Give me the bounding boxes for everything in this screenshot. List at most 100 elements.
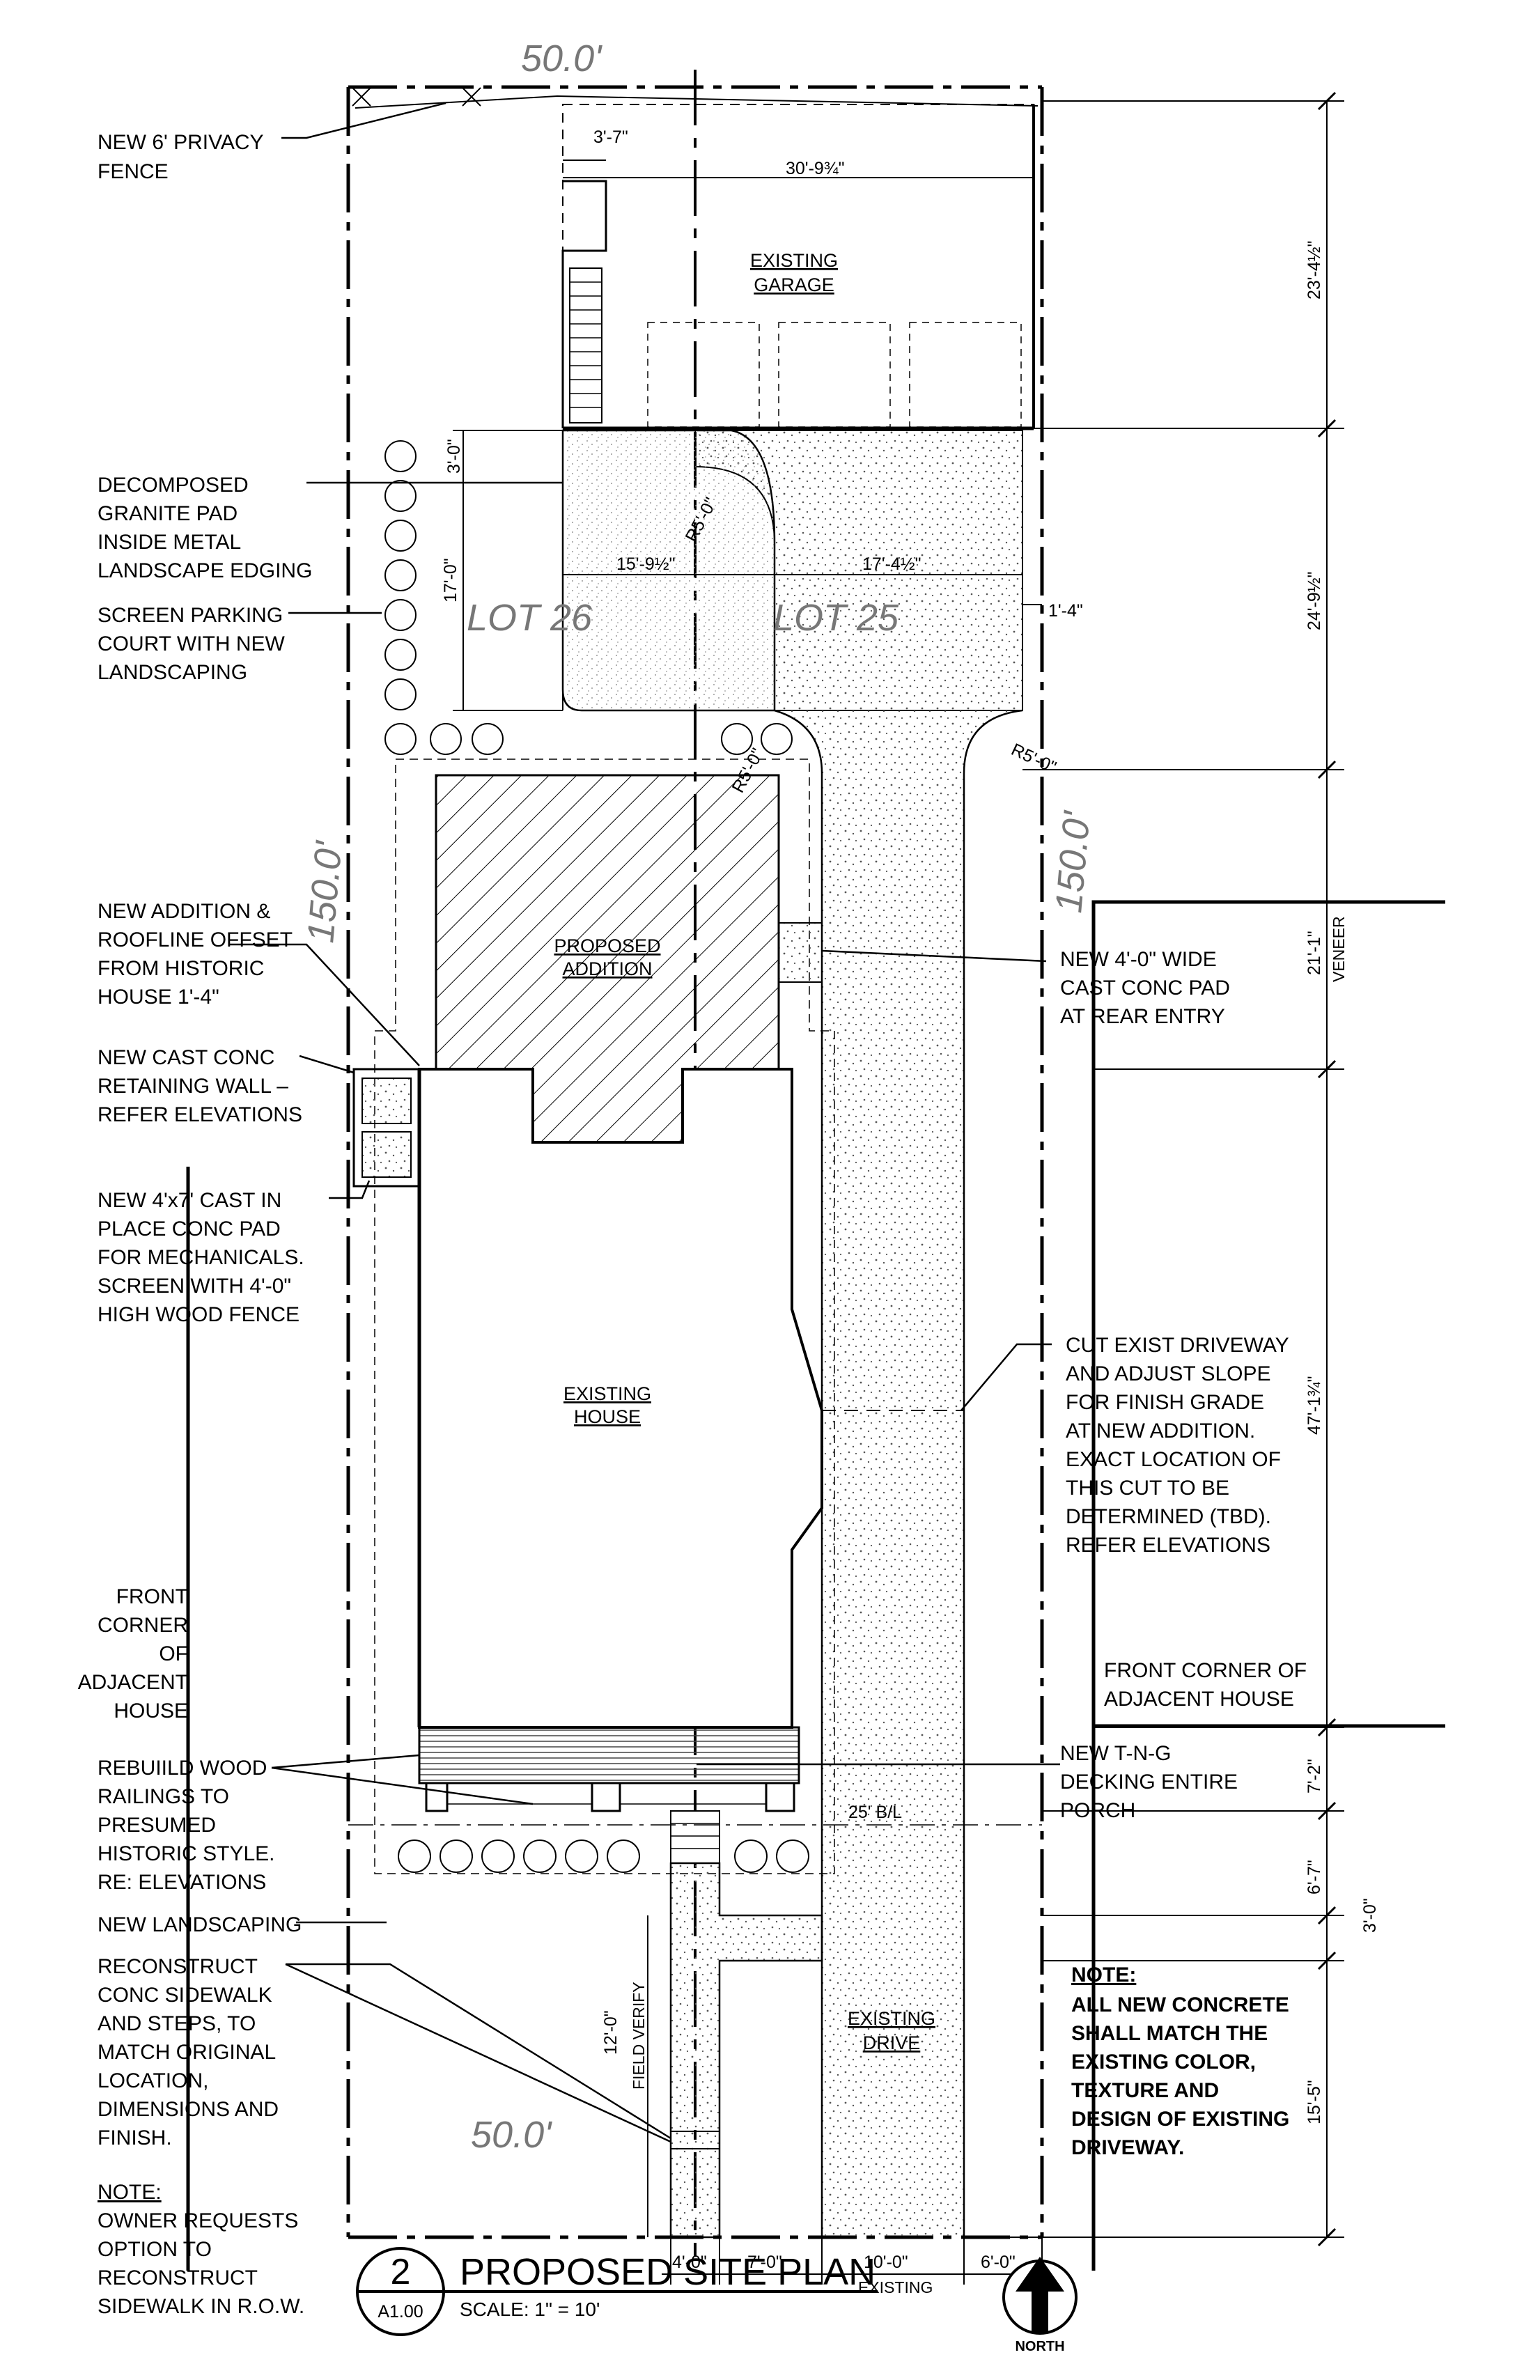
rear-entry-pad xyxy=(778,922,823,983)
svg-text:EXISTING: EXISTING xyxy=(563,1383,651,1404)
svg-text:SCREEN WITH 4'-0": SCREEN WITH 4'-0" xyxy=(98,1275,291,1298)
svg-text:NEW LANDSCAPING: NEW LANDSCAPING xyxy=(98,1913,302,1936)
svg-text:NEW ADDITION &: NEW ADDITION & xyxy=(98,900,270,923)
svg-text:3'-0": 3'-0" xyxy=(444,439,464,474)
svg-text:CONC SIDEWALK: CONC SIDEWALK xyxy=(98,1984,272,2007)
svg-text:FRONT: FRONT xyxy=(116,1585,188,1608)
north-arrow-icon: NORTH xyxy=(1002,2257,1078,2354)
svg-text:RECONSTRUCT: RECONSTRUCT xyxy=(98,2266,258,2289)
lot-depth-left: 150.0' xyxy=(300,839,350,944)
svg-text:LANDSCAPE EDGING: LANDSCAPE EDGING xyxy=(98,559,312,582)
svg-text:NEW 4'x7' CAST IN: NEW 4'x7' CAST IN xyxy=(98,1189,281,1212)
svg-text:PLACE CONC PAD: PLACE CONC PAD xyxy=(98,1218,281,1240)
sheet-number: A1.00 xyxy=(378,2302,423,2321)
svg-text:EXISTING COLOR,: EXISTING COLOR, xyxy=(1071,2051,1256,2074)
svg-text:INSIDE METAL: INSIDE METAL xyxy=(98,531,241,554)
svg-text:TEXTURE AND: TEXTURE AND xyxy=(1071,2079,1219,2102)
svg-text:ALL NEW CONCRETE: ALL NEW CONCRETE xyxy=(1071,1993,1289,2016)
svg-text:FOR FINISH GRADE: FOR FINISH GRADE xyxy=(1066,1391,1264,1414)
svg-text:SHALL MATCH THE: SHALL MATCH THE xyxy=(1071,2022,1268,2045)
svg-text:LANDSCAPING: LANDSCAPING xyxy=(98,661,247,684)
svg-text:30'-9¾": 30'-9¾" xyxy=(786,159,845,178)
front-sidewalk xyxy=(669,1810,823,2239)
svg-text:AND ADJUST SLOPE: AND ADJUST SLOPE xyxy=(1066,1362,1271,1385)
svg-text:RECONSTRUCT: RECONSTRUCT xyxy=(98,1955,258,1978)
svg-text:6'-7": 6'-7" xyxy=(1305,1860,1324,1895)
svg-text:17'-0": 17'-0" xyxy=(441,558,460,602)
svg-text:DESIGN OF EXISTING: DESIGN OF EXISTING xyxy=(1071,2108,1289,2131)
svg-text:REFER ELEVATIONS: REFER ELEVATIONS xyxy=(98,1103,302,1126)
svg-text:24'-9½": 24'-9½" xyxy=(1305,571,1324,630)
svg-text:SCREEN PARKING: SCREEN PARKING xyxy=(98,604,283,627)
svg-text:DECOMPOSED: DECOMPOSED xyxy=(98,474,249,497)
svg-text:ADDITION: ADDITION xyxy=(562,958,652,979)
lot-width-bottom: 50.0' xyxy=(471,2114,552,2156)
svg-text:3'-0": 3'-0" xyxy=(1360,1898,1380,1933)
build-line-label: 25' B/L xyxy=(848,1803,902,1822)
svg-text:47'-1¾": 47'-1¾" xyxy=(1305,1376,1324,1435)
svg-text:GARAGE: GARAGE xyxy=(754,274,834,295)
svg-text:ADJACENT: ADJACENT xyxy=(78,1671,188,1694)
svg-text:NEW T-N-G: NEW T-N-G xyxy=(1060,1742,1171,1765)
drawing-scale: SCALE: 1" = 10' xyxy=(460,2299,600,2320)
svg-text:HOUSE: HOUSE xyxy=(574,1406,641,1427)
lot-25-label: LOT 25 xyxy=(773,597,899,639)
svg-text:DRIVEWAY.: DRIVEWAY. xyxy=(1071,2136,1184,2159)
svg-text:HISTORIC STYLE.: HISTORIC STYLE. xyxy=(98,1842,275,1865)
svg-text:LOCATION,: LOCATION, xyxy=(98,2069,208,2092)
title-block: 2 A1.00 PROPOSED SITE PLAN SCALE: 1" = 1… xyxy=(356,2247,878,2336)
setback-outline xyxy=(374,759,835,1874)
porch xyxy=(418,1726,800,1812)
svg-text:HOUSE: HOUSE xyxy=(114,1700,188,1722)
svg-text:NEW 4'-0" WIDE: NEW 4'-0" WIDE xyxy=(1060,948,1217,971)
svg-text:HIGH WOOD FENCE: HIGH WOOD FENCE xyxy=(98,1303,300,1326)
svg-text:ADJACENT HOUSE: ADJACENT HOUSE xyxy=(1104,1688,1294,1711)
svg-text:EXISTING: EXISTING xyxy=(848,2008,935,2029)
svg-text:RAILINGS TO: RAILINGS TO xyxy=(98,1785,229,1808)
landscaping-shrubs xyxy=(384,440,809,1873)
right-notes: NEW 4'-0" WIDE CAST CONC PAD AT REAR ENT… xyxy=(1060,948,1307,2159)
svg-text:OPTION TO: OPTION TO xyxy=(98,2238,212,2261)
lot-width-top: 50.0' xyxy=(521,38,602,79)
svg-text:PORCH: PORCH xyxy=(1060,1799,1135,1822)
svg-text:NOTE:: NOTE: xyxy=(1071,1963,1136,1986)
svg-text:CAST CONC PAD: CAST CONC PAD xyxy=(1060,977,1230,1000)
svg-text:4'-0": 4'-0" xyxy=(672,2253,707,2272)
svg-text:PROPOSED: PROPOSED xyxy=(554,935,660,956)
north-label: NORTH xyxy=(1015,2339,1064,2354)
svg-text:AND STEPS, TO: AND STEPS, TO xyxy=(98,2012,256,2035)
svg-text:RE: ELEVATIONS: RE: ELEVATIONS xyxy=(98,1871,266,1894)
svg-text:OF: OF xyxy=(159,1642,188,1665)
svg-text:FRONT CORNER OF: FRONT CORNER OF xyxy=(1104,1659,1307,1682)
svg-text:EXISTING: EXISTING xyxy=(750,250,838,271)
drawing-title: PROPOSED SITE PLAN xyxy=(460,2251,876,2293)
lot-26-label: LOT 26 xyxy=(467,597,593,639)
drawing-number: 2 xyxy=(391,2252,411,2292)
parking-court xyxy=(561,429,1023,712)
svg-text:EXISTING: EXISTING xyxy=(858,2278,933,2296)
svg-text:23'-4½": 23'-4½" xyxy=(1305,240,1324,300)
svg-text:15'-9½": 15'-9½" xyxy=(616,554,676,574)
svg-text:R5'-0": R5'-0" xyxy=(1008,740,1059,777)
lot-depth-right: 150.0' xyxy=(1048,809,1098,915)
svg-text:DIMENSIONS AND: DIMENSIONS AND xyxy=(98,2098,279,2121)
svg-text:HOUSE 1'-4": HOUSE 1'-4" xyxy=(98,986,219,1009)
svg-text:10'-0": 10'-0" xyxy=(864,2253,908,2272)
left-notes: NEW 6' PRIVACY FENCE DECOMPOSED GRANITE … xyxy=(78,131,313,2318)
svg-text:GRANITE PAD: GRANITE PAD xyxy=(98,502,238,525)
svg-text:SIDEWALK IN R.O.W.: SIDEWALK IN R.O.W. xyxy=(98,2295,304,2318)
svg-text:VENEER: VENEER xyxy=(1330,916,1348,982)
privacy-fence xyxy=(352,87,1039,109)
svg-text:COURT WITH NEW: COURT WITH NEW xyxy=(98,632,286,655)
existing-house xyxy=(417,1068,823,1729)
leader-lines xyxy=(230,102,1060,2143)
svg-text:7'-0": 7'-0" xyxy=(747,2253,782,2272)
existing-garage xyxy=(561,104,1035,430)
svg-text:DRIVE: DRIVE xyxy=(863,2032,921,2053)
svg-text:AT NEW ADDITION.: AT NEW ADDITION. xyxy=(1066,1420,1255,1442)
svg-text:PRESUMED: PRESUMED xyxy=(98,1814,216,1837)
svg-text:THIS CUT TO BE: THIS CUT TO BE xyxy=(1066,1477,1229,1500)
svg-text:NEW 6' PRIVACY: NEW 6' PRIVACY xyxy=(98,131,264,154)
svg-text:15'-5": 15'-5" xyxy=(1305,2080,1324,2124)
